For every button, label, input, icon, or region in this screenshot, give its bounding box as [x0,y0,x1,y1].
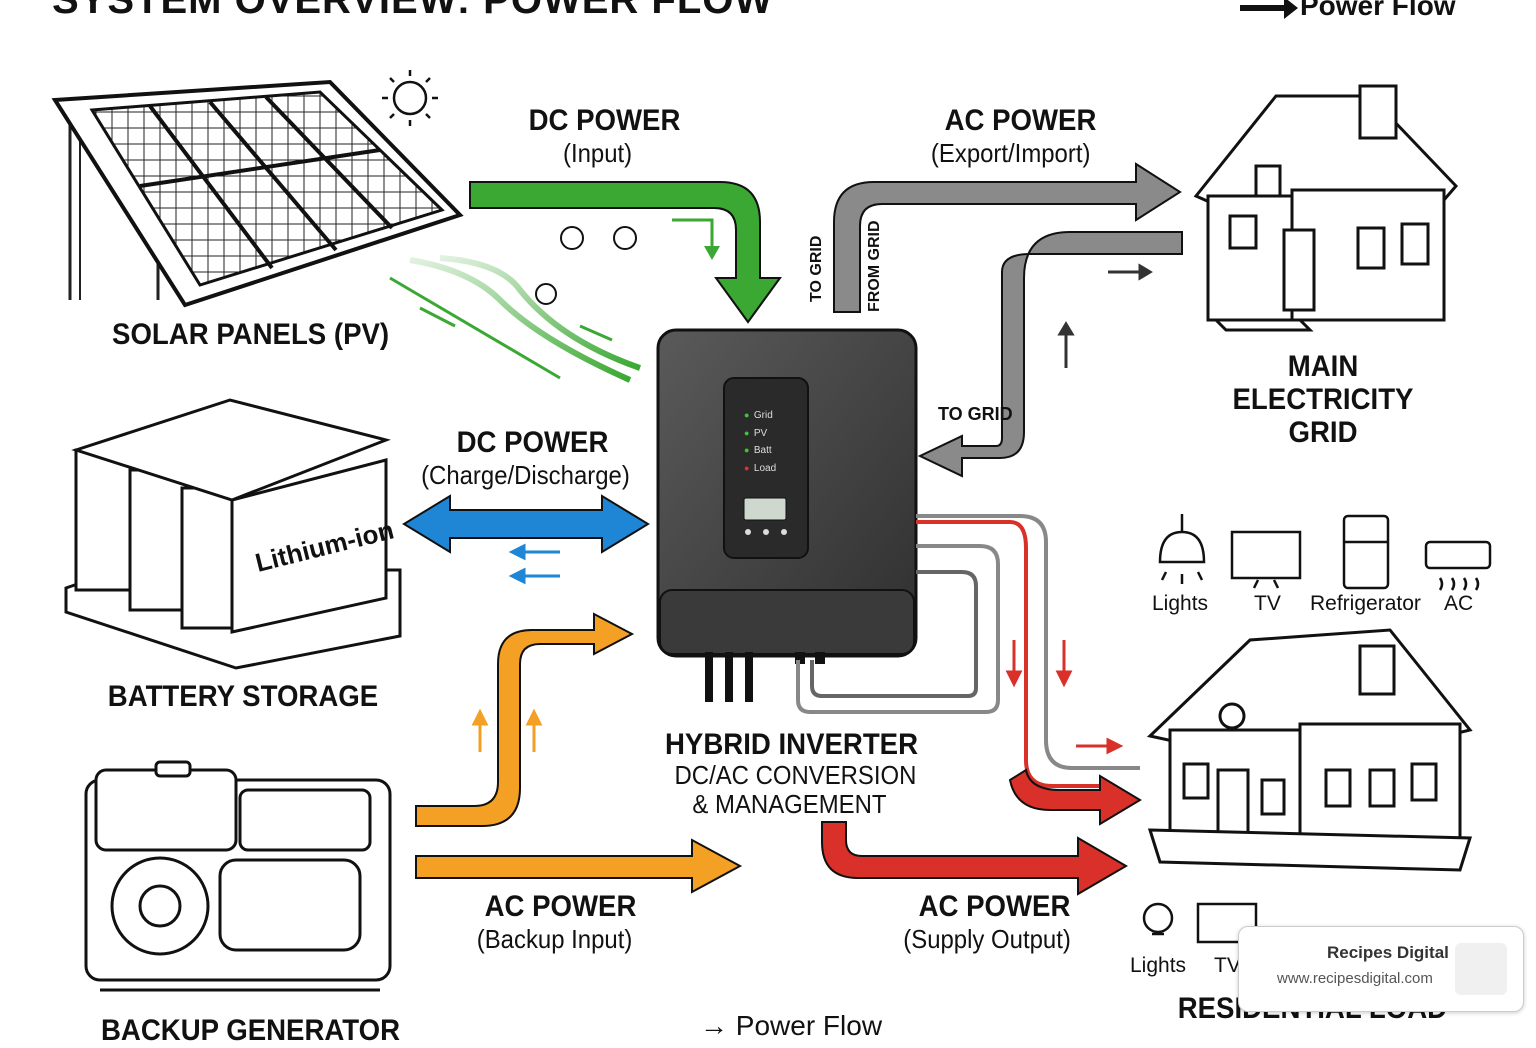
appliance-label-tv: TV [1254,592,1281,615]
generator-label: BACKUP GENERATOR [101,1014,401,1047]
grid-house-icon [1193,84,1459,332]
from-grid-vertical-label: FROM GRID [866,220,883,312]
led-grid: ● Grid [744,410,773,421]
legend-bottom-arrow-icon: → [700,1010,736,1041]
led-pv: ● PV [744,427,768,439]
appliance-label-lights-bottom: Lights [1130,954,1187,977]
ac-export-title: AC POWER [944,104,1097,137]
ac-backup-bottom-arrow [415,838,743,894]
backup-generator-icon [84,760,392,992]
small-sun-icons [535,226,637,305]
legend-top: Power Flow [1240,0,1456,22]
inverter-led-panel: ● Grid ● PV ● Batt ● Load [744,406,776,476]
power-flow-diagram: Lithium-ion [51,70,1492,992]
ac-grid-export-arrow [833,162,1182,313]
ac-backup-sub: (Backup Input) [476,924,633,954]
ac-supply-title: AC POWER [918,890,1071,923]
ac-backup-title: AC POWER [484,890,637,923]
tv-icon-bottom [1196,902,1258,944]
inverter-label: HYBRID INVERTER [665,728,919,761]
battery-label: BATTERY STORAGE [107,680,379,713]
tv-icon [1230,530,1302,589]
ac-export-sub: (Export/Import) [930,138,1091,168]
page-title: SYSTEM OVERVIEW: POWER FLOW [52,0,774,22]
hybrid-inverter-icon [656,328,918,702]
lights-icon [1158,514,1206,584]
lights-icon-bottom [1142,902,1174,936]
solar-panel-icon [51,79,464,308]
inverter-sub1: DC/AC CONVERSION [674,760,917,790]
battery-storage-icon: Lithium-ion [64,398,402,670]
dc-input-arrow [469,181,782,324]
solar-label: SOLAR PANELS (PV) [112,318,390,351]
led-load: ● Load [744,462,777,474]
sun-rays [409,255,641,383]
appliance-label-refrigerator: Refrigerator [1310,592,1421,615]
dc-battery-title: DC POWER [456,426,609,459]
watermark-card[interactable]: Recipes Digital www.recipesdigital.com [1238,926,1524,1012]
led-batt: ● Batt [744,445,772,456]
watermark-logo-icon [1455,943,1507,995]
ac-supply-side-arrow [1008,768,1142,826]
dc-input-title: DC POWER [528,104,681,137]
led-dot-icon: ● [744,410,750,420]
legend-top-label: Power Flow [1300,0,1456,21]
dc-input-sub: (Input) [563,138,633,168]
dc-battery-arrow [402,494,650,554]
appliance-label-lights: Lights [1152,592,1209,615]
ac-backup-input-arrow [415,612,635,827]
ac-supply-sub: (Supply Output) [903,924,1071,954]
ac-supply-output-arrow [821,821,1128,896]
refrigerator-icon [1342,514,1390,590]
appliance-label-ac: AC [1444,592,1474,615]
led-dot-icon: ● [744,427,750,438]
led-dot-icon: ● [744,445,750,455]
inverter-output-cables [796,514,1140,788]
appliance-label-tv-bottom: TV [1214,954,1241,977]
dc-battery-sub: (Charge/Discharge) [421,460,630,490]
led-dot-icon: ● [744,462,750,473]
to-grid-vertical-label: TO GRID [808,235,825,302]
inverter-sub2: & MANAGEMENT [692,789,887,819]
residential-house-icon [1146,628,1473,872]
legend-arrow-icon [1240,0,1298,19]
watermark-url[interactable]: www.recipesdigital.com [1277,970,1433,987]
watermark-title: Recipes Digital [1327,943,1449,962]
sun-icon [382,70,438,126]
ac-grid-import-arrow [917,231,1183,478]
ac-unit-icon [1424,540,1492,591]
grid-label: MAIN ELECTRICITY GRID [1232,350,1414,449]
to-grid-label: TO GRID [938,404,1013,424]
legend-bottom: → Power Flow [700,1010,883,1041]
